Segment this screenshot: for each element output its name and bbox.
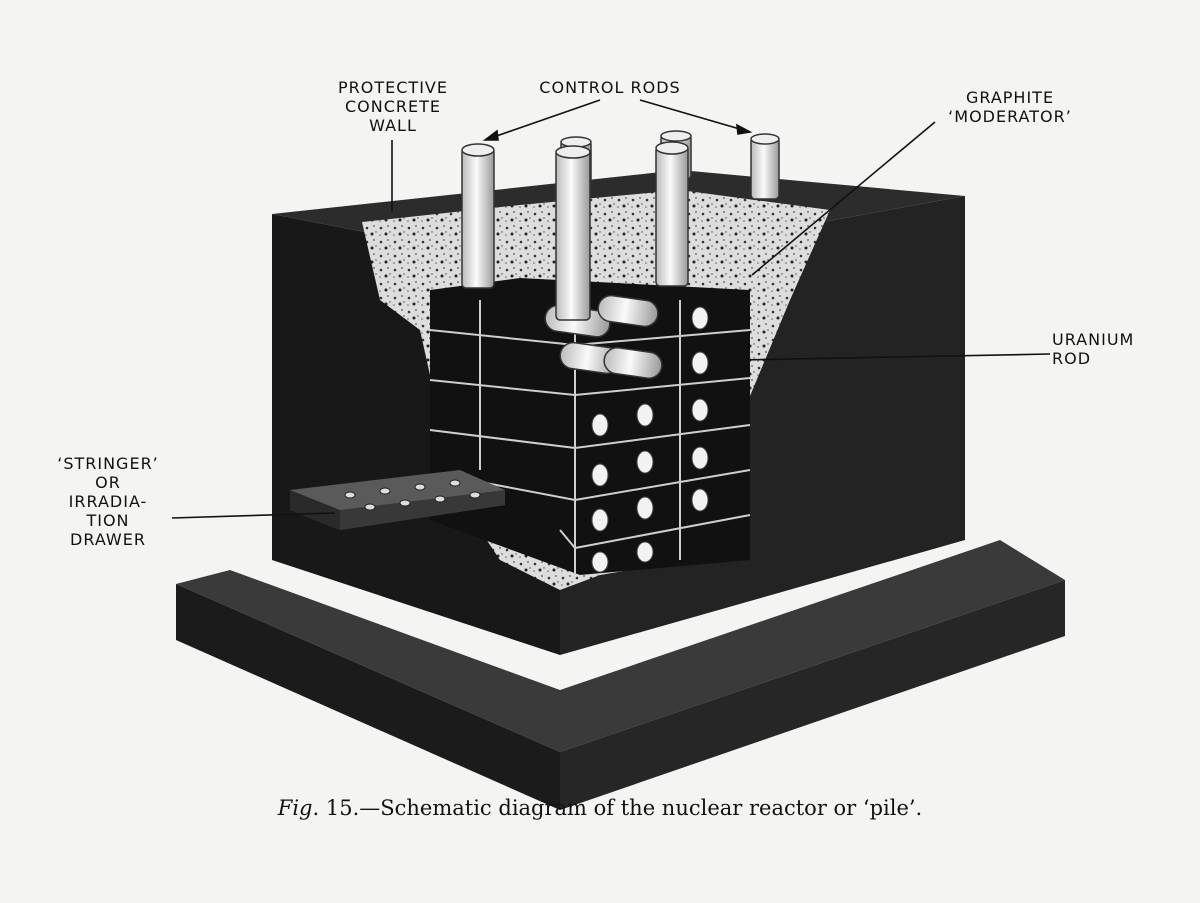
label-uranium-rod: URANIUM ROD: [1052, 330, 1135, 368]
caption-fig: Fig: [277, 796, 313, 820]
label-concrete-wall: PROTECTIVE CONCRETE WALL: [338, 78, 448, 135]
label-control-rods: CONTROL RODS: [539, 78, 681, 97]
label-graphite-moderator: GRAPHITE ‘MODERATOR’: [948, 88, 1072, 126]
figure-caption: Fig. 15.—Schematic diagram of the nuclea…: [0, 796, 1200, 820]
stringer-drawer: [290, 470, 505, 530]
base-plinth: [176, 540, 1065, 810]
control-rods: [461, 130, 780, 321]
label-stringer-drawer: ‘STRINGER’ OR IRRADIA- TION DRAWER: [57, 454, 159, 549]
caption-text: . 15.—Schematic diagram of the nuclear r…: [312, 796, 923, 820]
leader-lines: [171, 99, 1051, 519]
